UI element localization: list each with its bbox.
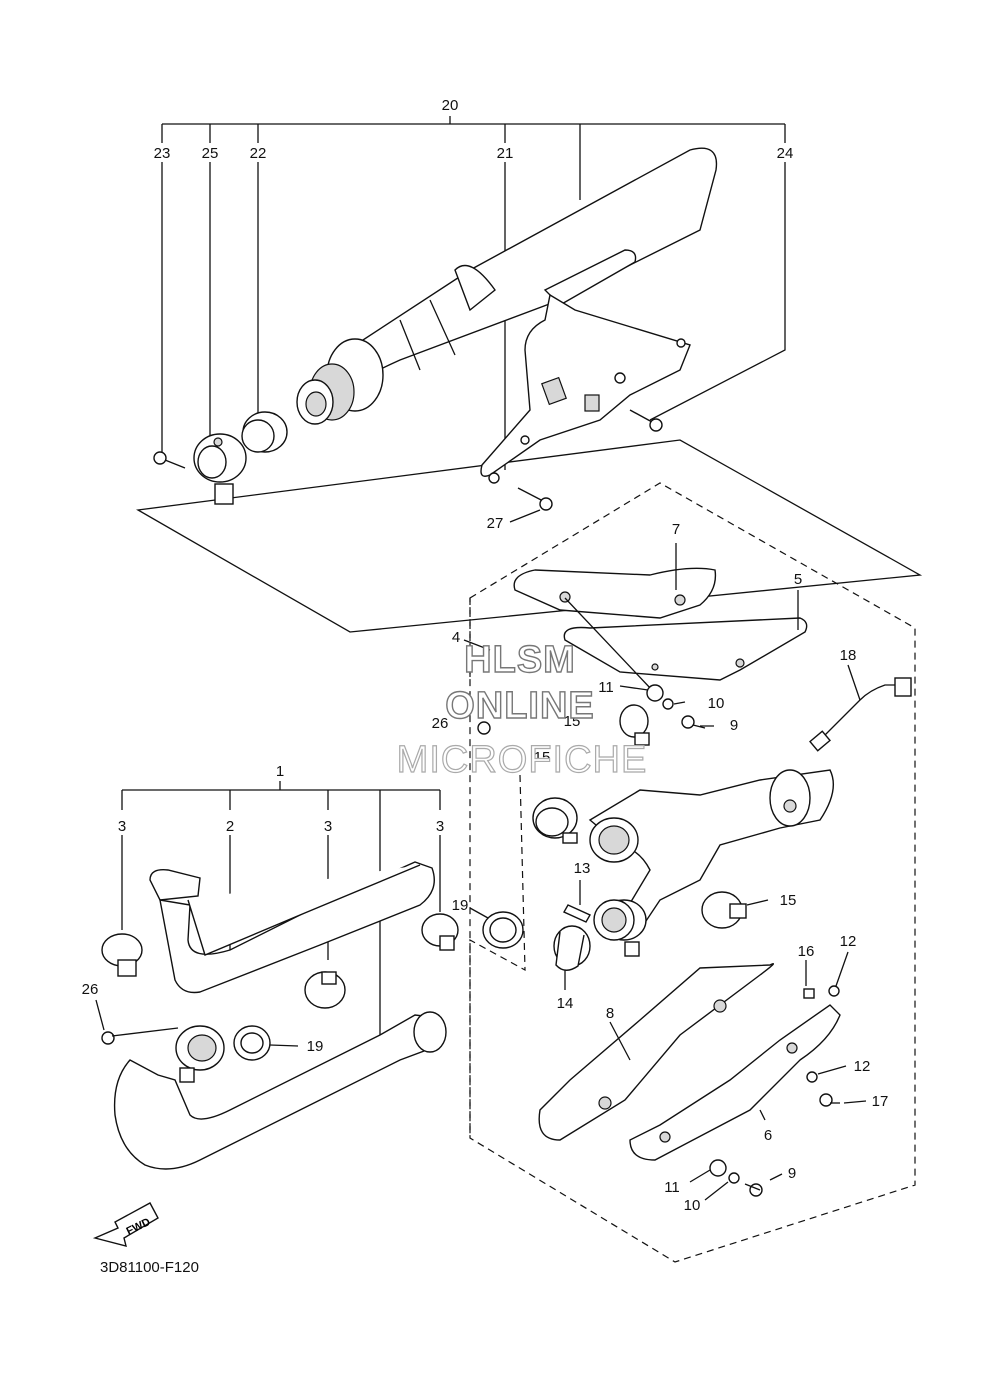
callout-10-top: 10 [708,695,725,712]
clamp-15-c [701,891,747,929]
callout-14: 14 [557,995,574,1012]
watermark-line-2: ONLINE [445,685,595,727]
callout-23: 23 [154,145,171,162]
callout-6: 6 [764,1127,772,1144]
gasket-14 [553,925,591,971]
gasket-19-b [233,1025,271,1061]
clamp-3-a [101,933,143,977]
callout-3-c: 3 [436,818,444,835]
heat-protector-5 [563,617,808,681]
clamp-15-a [619,704,650,746]
callout-15-a: 15 [564,713,581,730]
clamp-3-c [421,913,459,951]
callout-3-a: 3 [118,818,126,835]
callout-3-b: 3 [324,818,332,835]
bolt-24 [629,409,663,432]
bolt-13 [563,880,591,923]
watermark-line-3: MICROFICHE [397,739,648,781]
muffler-assembly-group: 20 23 25 22 21 24 27 [136,97,923,633]
watermark-line-1: HLSM [464,639,576,681]
callout-10-bottom: 10 [684,1197,701,1214]
clamp-25 [193,433,247,505]
callout-8: 8 [606,1005,614,1022]
callout-4: 4 [452,629,460,646]
callout-16: 16 [798,943,815,960]
heat-protector-8 [538,963,774,1141]
callout-18: 18 [840,647,857,664]
hardware-bottom-right [803,985,840,1107]
callout-9-bottom: 9 [788,1165,796,1182]
bolt-27 [517,487,553,511]
heat-protector-6 [629,1004,841,1161]
hardware-bottom [709,1159,763,1197]
callout-21: 21 [497,145,514,162]
callout-25: 25 [202,145,219,162]
callout-11-bottom: 11 [664,1179,680,1196]
heat-protector-7 [513,567,717,619]
callout-24: 24 [777,145,794,162]
callout-17: 17 [872,1093,889,1110]
o2-sensor-18 [809,664,912,752]
callout-19-b: 19 [307,1038,324,1055]
gasket-22 [241,411,288,453]
fwd-arrow-icon: FWD [92,1202,159,1247]
callout-5: 5 [794,571,802,588]
clamp-3-b [304,971,346,1009]
hardware-top [477,684,706,735]
callout-27: 27 [487,515,504,532]
callout-7: 7 [672,521,680,538]
watermark: HLSM ONLINE MICROFICHE [396,638,648,781]
clamp-15-b [532,797,578,844]
callout-9-top: 9 [730,717,738,734]
callout-13: 13 [574,860,591,877]
flange-right [593,899,640,957]
diagram-code: 3D81100-F120 [100,1259,199,1276]
bolt-23 [153,451,186,469]
exhaust-pipe-2 [588,769,834,941]
heat-protector-2 [149,861,435,994]
callout-2: 2 [226,818,234,835]
callout-26-top: 26 [432,715,449,732]
exhaust-pipe-1 [113,1011,447,1170]
callout-19-a: 19 [452,897,469,914]
callout-15-b: 15 [534,749,551,766]
dashed-boundary [469,482,916,1263]
callout-22: 22 [250,145,267,162]
callout-20: 20 [442,97,459,114]
callout-12-b: 12 [854,1058,871,1075]
callout-11-top: 11 [598,679,614,696]
callout-1: 1 [276,763,284,780]
muffler-bracket [480,249,691,484]
callout-26-bottom: 26 [82,981,99,998]
flange-left [175,1025,225,1083]
muffler-body [296,147,718,425]
gasket-19-a [482,911,524,949]
callout-12-a: 12 [840,933,857,950]
callout-15-c: 15 [780,892,797,909]
